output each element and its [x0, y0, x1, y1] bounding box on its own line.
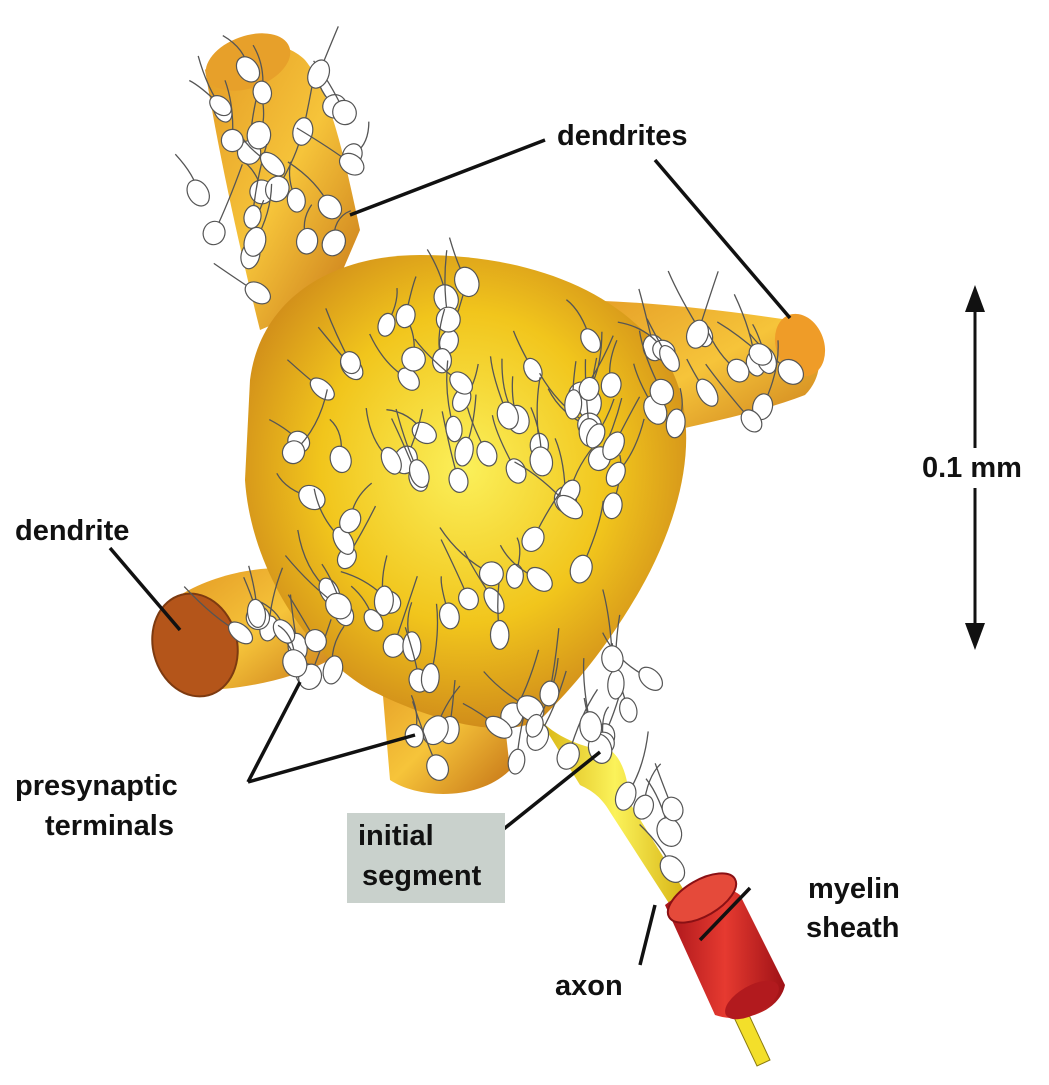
- terminal-knob: [403, 632, 421, 661]
- terminal-knob: [617, 696, 639, 724]
- leader-axon: [640, 905, 655, 965]
- terminal-knob: [183, 176, 214, 210]
- terminal-knob: [607, 669, 625, 699]
- label-myelin-line2: sheath: [806, 912, 899, 945]
- label-axon: axon: [555, 970, 623, 1003]
- label-presynaptic-line2: terminals: [45, 810, 174, 843]
- terminal-knob: [635, 663, 667, 695]
- label-myelin-line1: myelin: [808, 873, 900, 906]
- leader-dendrites-right: [655, 160, 790, 318]
- terminal-knob: [490, 620, 509, 649]
- leader-presynaptic-a: [248, 682, 300, 782]
- label-initial-line2: segment: [362, 860, 481, 893]
- terminal-knob: [506, 748, 527, 776]
- scale-arrow-down-icon: [965, 623, 985, 650]
- leader-dendrite-left: [110, 548, 180, 630]
- label-scale: 0.1 mm: [922, 452, 1022, 485]
- scale-arrow-up-icon: [965, 285, 985, 312]
- terminal-knob: [200, 218, 229, 248]
- terminal-knob: [600, 644, 625, 673]
- label-dendrites: dendrites: [557, 120, 688, 153]
- label-presynaptic-line1: presynaptic: [15, 770, 178, 803]
- leader-dendrites-upper: [350, 140, 545, 215]
- label-dendrite: dendrite: [15, 515, 129, 548]
- label-initial-line1: initial: [358, 820, 434, 853]
